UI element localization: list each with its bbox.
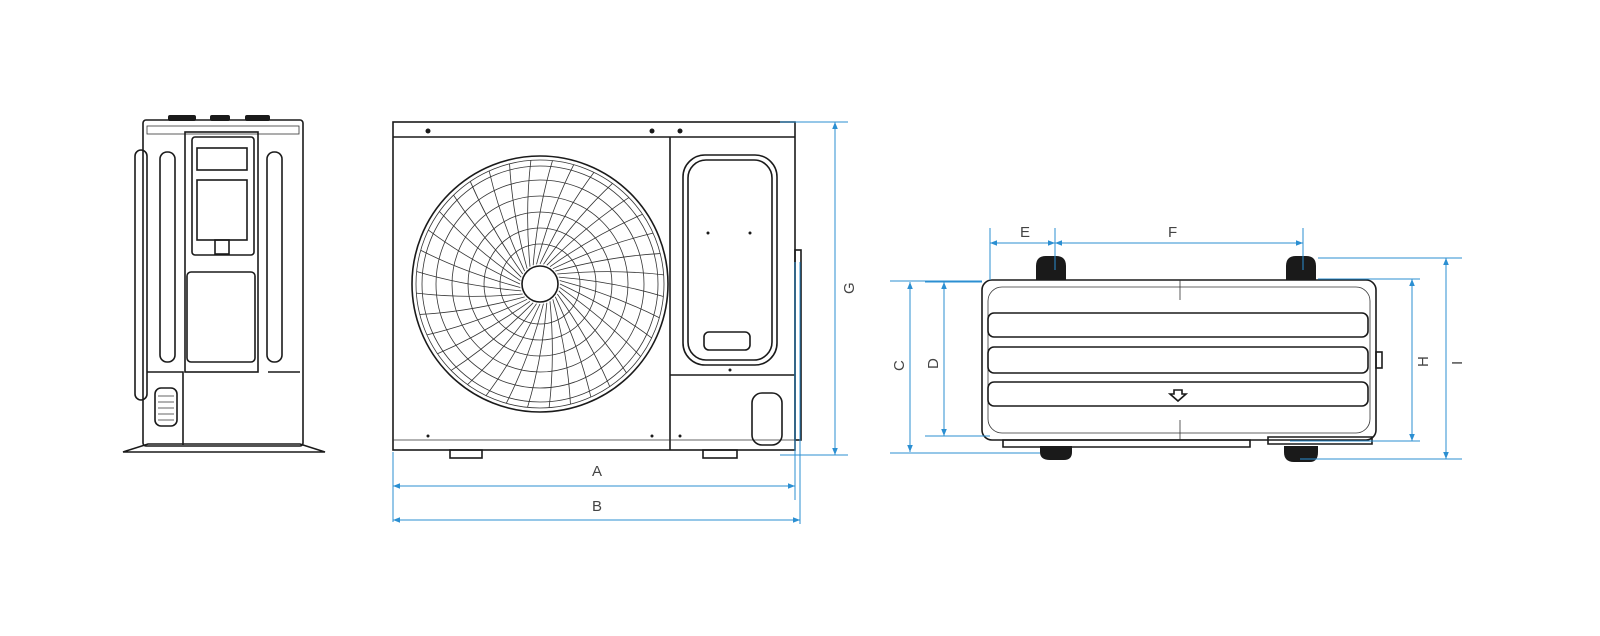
front-view <box>392 121 802 459</box>
dim-label-g: G <box>841 282 858 294</box>
fan-spoke <box>557 271 664 276</box>
fan-spoke <box>554 296 592 398</box>
dim-label-c: C <box>891 360 908 371</box>
fan-spoke <box>509 163 528 269</box>
dim-label-a: A <box>592 463 602 480</box>
fan-spoke <box>558 290 627 374</box>
fan-spoke <box>555 253 661 272</box>
fan-spoke <box>558 276 664 297</box>
top-view <box>981 256 1383 462</box>
dimension-labels: A B G C D E F H I <box>592 224 1466 515</box>
fan-spoke <box>485 303 541 396</box>
fan-spoke <box>539 172 595 265</box>
fan-spoke <box>416 292 523 297</box>
fan-spoke <box>428 229 521 285</box>
fan-spoke <box>488 170 526 272</box>
fan-spoke <box>426 298 528 336</box>
fan-spoke <box>552 232 654 270</box>
fan-spoke <box>420 249 521 288</box>
fan-spoke <box>559 280 660 319</box>
fan-spoke <box>527 160 532 267</box>
fan-ring <box>483 227 597 341</box>
fan-spoke <box>556 293 611 387</box>
fan-spoke <box>416 271 522 292</box>
fan-spoke <box>546 197 630 266</box>
fan-spoke <box>437 300 531 355</box>
fan-spoke <box>536 164 575 265</box>
dim-label-b: B <box>592 498 602 515</box>
dimension-lines <box>392 121 1462 524</box>
fan-spoke <box>552 299 571 405</box>
fan-ring <box>435 179 645 389</box>
fan-spoke <box>467 303 537 385</box>
fan-spoke <box>527 302 548 408</box>
fan-spoke <box>453 194 522 278</box>
dim-label-i: I <box>1449 361 1466 365</box>
fan-spoke <box>532 160 553 266</box>
fan-ring <box>467 211 613 357</box>
fan-spoke <box>439 211 521 281</box>
fan-spoke <box>559 287 641 357</box>
dim-label-d: D <box>925 358 942 369</box>
dim-label-f: F <box>1168 224 1177 241</box>
fan-spoke <box>543 183 613 265</box>
fan-spoke <box>450 302 534 371</box>
fan-spoke <box>505 303 544 404</box>
fan-hub <box>521 265 559 303</box>
fan-grille <box>411 155 669 413</box>
fan-spoke <box>548 301 553 408</box>
fan-ring <box>451 195 629 373</box>
side-view <box>122 115 326 453</box>
fan-spoke <box>559 283 652 339</box>
dim-label-e: E <box>1020 224 1030 241</box>
fan-rim <box>411 155 669 413</box>
fan-rim-inner <box>415 159 665 409</box>
fan-spoke <box>549 213 643 268</box>
fan-ring <box>499 243 581 325</box>
fan-spoke <box>419 296 525 315</box>
fan-ring <box>421 165 659 403</box>
dim-label-h: H <box>1415 356 1432 367</box>
fan-spoke <box>469 181 524 275</box>
